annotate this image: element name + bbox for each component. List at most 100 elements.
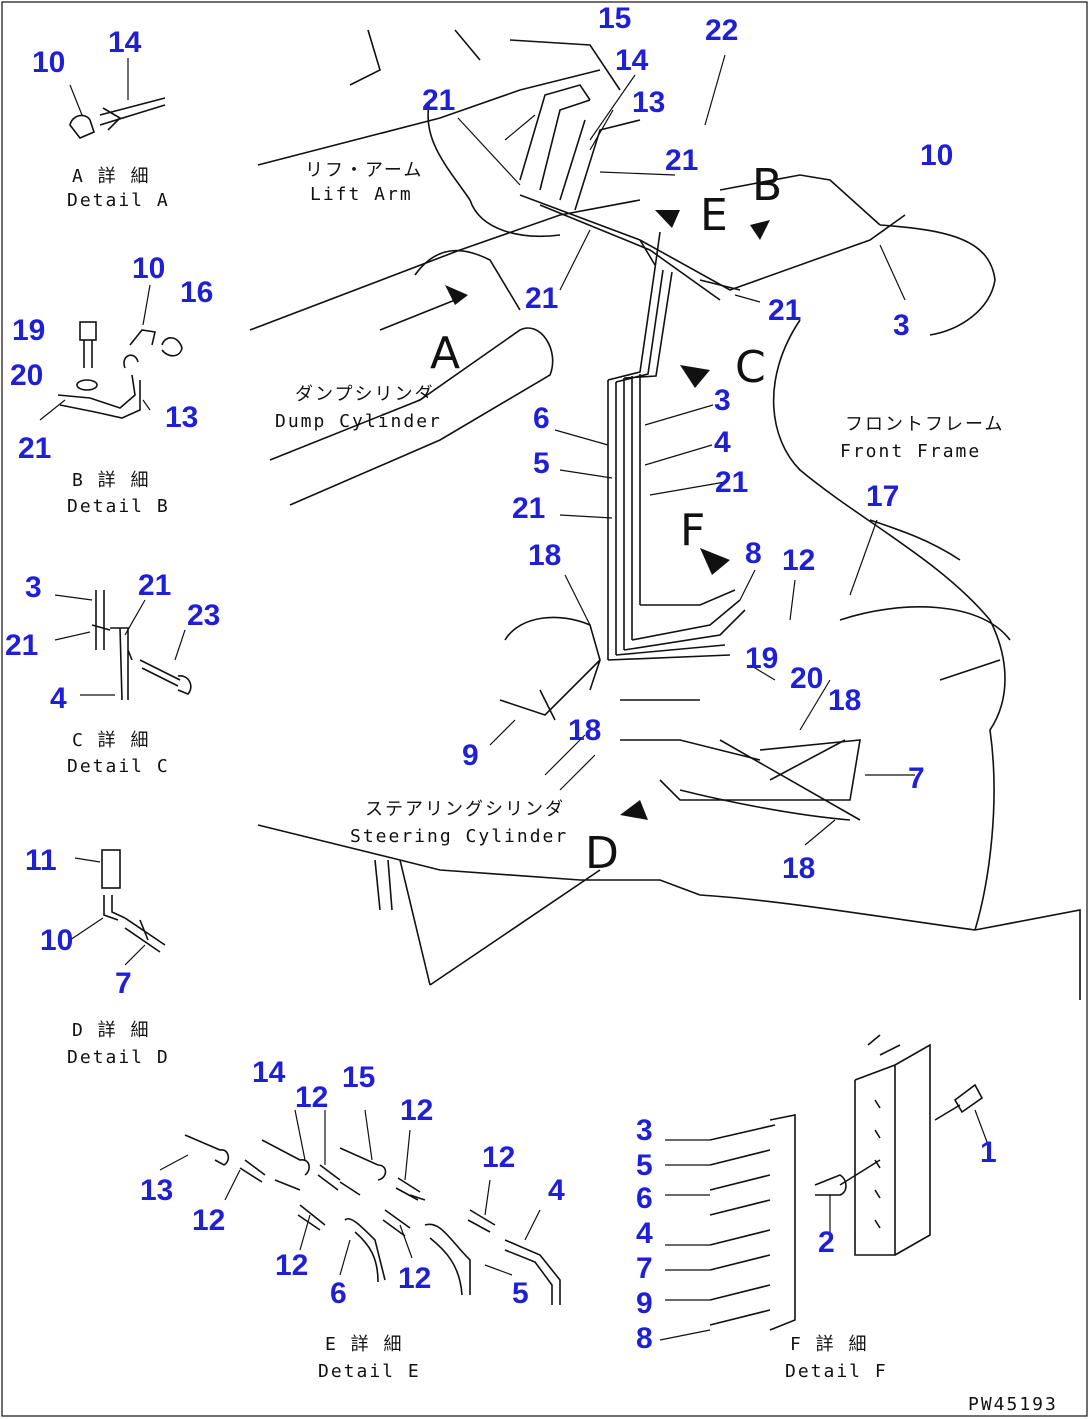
callout-number: 10	[132, 252, 165, 285]
view-letter-f: F	[680, 505, 705, 556]
detail-f-caption-jp: F 詳 細	[790, 1334, 869, 1355]
detail-c-caption-en: Detail C	[67, 756, 170, 777]
detail-d-caption-jp: D 詳 細	[72, 1020, 151, 1041]
callout-number: 13	[140, 1174, 173, 1207]
lift-arm-label-en: Lift Arm	[310, 184, 413, 205]
steering-cylinder-label-en: Steering Cylinder	[350, 826, 568, 847]
detail-a	[69, 58, 166, 139]
callout-number: 8	[636, 1322, 653, 1355]
callout-number: 3	[25, 571, 42, 604]
callout-number: 12	[192, 1204, 225, 1237]
callout-number: 4	[548, 1174, 565, 1207]
view-letter-b: B	[752, 160, 782, 211]
callout-number: 14	[108, 26, 142, 59]
callout-number: 21	[18, 432, 51, 465]
callout-number: 12	[295, 1081, 328, 1114]
callout-number: 21	[138, 569, 171, 602]
callout-number: 3	[636, 1114, 653, 1147]
callout-number: 7	[636, 1252, 653, 1285]
callout-number: 15	[342, 1061, 375, 1094]
view-letter-e: E	[700, 190, 728, 241]
front-frame-label-jp: フロントフレーム	[845, 414, 1004, 435]
callout-number: 21	[768, 294, 801, 327]
callout-number: 12	[275, 1249, 308, 1282]
view-arrow-c	[680, 365, 710, 388]
callout-number: 14	[615, 44, 649, 77]
view-letter-a: A	[430, 328, 460, 379]
detail-a-caption-en: Detail A	[67, 190, 170, 211]
view-arrow-f	[700, 548, 730, 575]
detail-c-caption-jp: C 詳 細	[72, 730, 151, 751]
callout-number: 6	[330, 1277, 347, 1310]
front-frame-label-en: Front Frame	[840, 441, 981, 462]
callout-number: 12	[400, 1094, 433, 1127]
detail-a-caption-jp: A 詳 細	[72, 166, 151, 187]
detail-b-caption-en: Detail B	[67, 496, 170, 517]
callout-number: 21	[525, 282, 558, 315]
drawing-code: PW45193	[968, 1394, 1058, 1415]
callout-number: 10	[920, 139, 953, 172]
steering-cylinder-label-jp: ステアリングシリンダ	[365, 799, 565, 820]
callout-number: 18	[782, 852, 815, 885]
detail-f-caption-en: Detail F	[785, 1361, 888, 1382]
callout-number: 21	[665, 144, 698, 177]
view-arrow-d	[620, 800, 648, 820]
callout-number: 17	[866, 480, 899, 513]
callout-number: 4	[714, 426, 731, 459]
view-arrow-e	[655, 210, 680, 228]
view-arrow-b	[750, 220, 770, 240]
detail-e-caption-en: Detail E	[318, 1361, 421, 1382]
callout-number: 10	[40, 924, 73, 957]
callout-number: 1	[980, 1136, 997, 1169]
dump-cylinder-label-jp: ダンプシリンダ	[295, 384, 434, 405]
callout-number: 3	[714, 384, 731, 417]
callout-number: 15	[598, 2, 631, 35]
callout-number: 6	[533, 402, 550, 435]
callout-number: 13	[165, 401, 198, 434]
callout-number: 19	[12, 314, 45, 347]
callout-number: 8	[745, 537, 762, 570]
callout-number: 13	[632, 86, 665, 119]
callout-number: 20	[10, 359, 43, 392]
callout-number: 21	[5, 629, 38, 662]
callout-number: 22	[705, 14, 738, 47]
callout-number: 19	[745, 642, 778, 675]
callout-number: 12	[782, 544, 815, 577]
callout-number: 18	[568, 714, 601, 747]
callout-number: 23	[187, 599, 220, 632]
callout-number: 9	[636, 1287, 653, 1320]
callout-number: 21	[422, 84, 455, 117]
detail-b-caption-jp: B 詳 細	[72, 470, 151, 491]
callout-number: 12	[482, 1141, 515, 1174]
dump-cylinder-label-en: Dump Cylinder	[275, 411, 442, 432]
callout-number: 11	[25, 844, 57, 877]
detail-e-caption-jp: E 詳 細	[325, 1334, 404, 1355]
callout-number: 2	[818, 1226, 835, 1259]
callout-number: 5	[533, 447, 550, 480]
view-arrow-a	[445, 285, 468, 305]
callout-number: 4	[50, 682, 67, 715]
detail-b	[39, 284, 183, 421]
callout-number: 10	[32, 46, 65, 79]
callout-number: 6	[636, 1182, 653, 1215]
callout-number: 20	[790, 662, 823, 695]
main-assembly-drawing	[249, 29, 1081, 1000]
callout-number: 14	[252, 1056, 286, 1089]
callout-number: 18	[828, 684, 861, 717]
callout-number: 21	[715, 466, 748, 499]
callout-number: 5	[512, 1277, 529, 1310]
detail-e	[159, 1109, 561, 1305]
lift-arm-label-jp: リフ・アーム	[305, 160, 423, 181]
detail-f	[659, 1034, 991, 1341]
callout-number: 21	[512, 492, 545, 525]
callout-number: 12	[398, 1262, 431, 1295]
view-letter-d: D	[585, 828, 619, 879]
detail-c	[54, 590, 192, 701]
callout-number: 5	[636, 1149, 653, 1182]
callout-number: 4	[636, 1217, 653, 1250]
callout-number: 9	[462, 739, 479, 772]
callout-number: 3	[893, 309, 910, 342]
callout-number: 18	[528, 539, 561, 572]
